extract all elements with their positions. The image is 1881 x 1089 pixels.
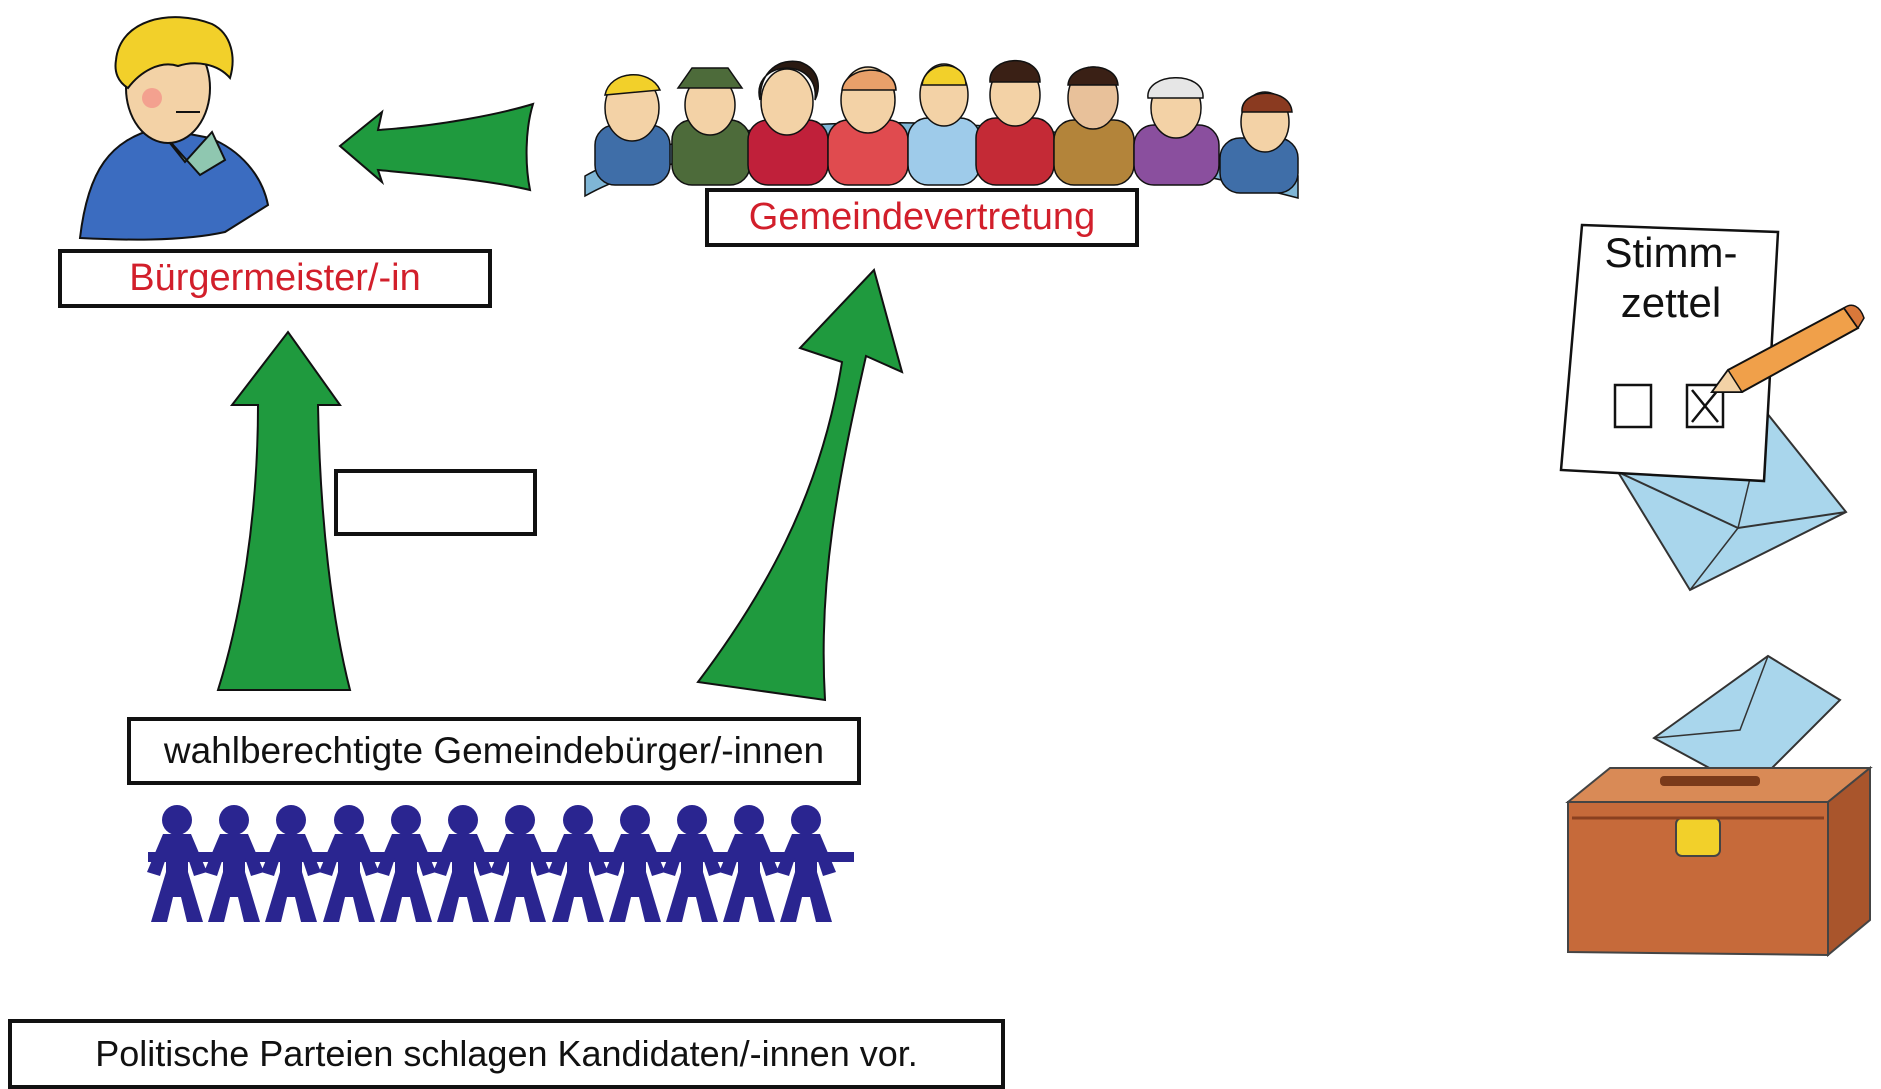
citizens-label: wahlberechtigte Gemeindebürger/-innen	[127, 717, 861, 785]
arrow-citizens-to-mayor	[216, 330, 352, 691]
blank-answer-box	[334, 469, 537, 536]
ballot-title: Stimm- zettel	[1596, 228, 1746, 328]
paper-chain-people-icon	[147, 805, 854, 922]
mayor-portrait-icon	[78, 16, 270, 241]
mayor-label: Bürgermeister/-in	[58, 249, 492, 308]
parties-label: Politische Parteien schlagen Kandidaten/…	[8, 1019, 1005, 1089]
council-label: Gemeindevertretung	[705, 188, 1139, 247]
ballot-title-line2: zettel	[1620, 279, 1722, 326]
ballot-title-line1: Stimm-	[1604, 229, 1738, 276]
council-group-icon	[584, 59, 1299, 199]
ballot-paper-icon	[1559, 223, 1780, 483]
ballot-box-icon	[1565, 654, 1873, 958]
arrow-council-to-mayor	[338, 102, 535, 192]
pencil-icon	[1710, 304, 1865, 393]
arrow-citizens-to-council	[696, 268, 904, 702]
